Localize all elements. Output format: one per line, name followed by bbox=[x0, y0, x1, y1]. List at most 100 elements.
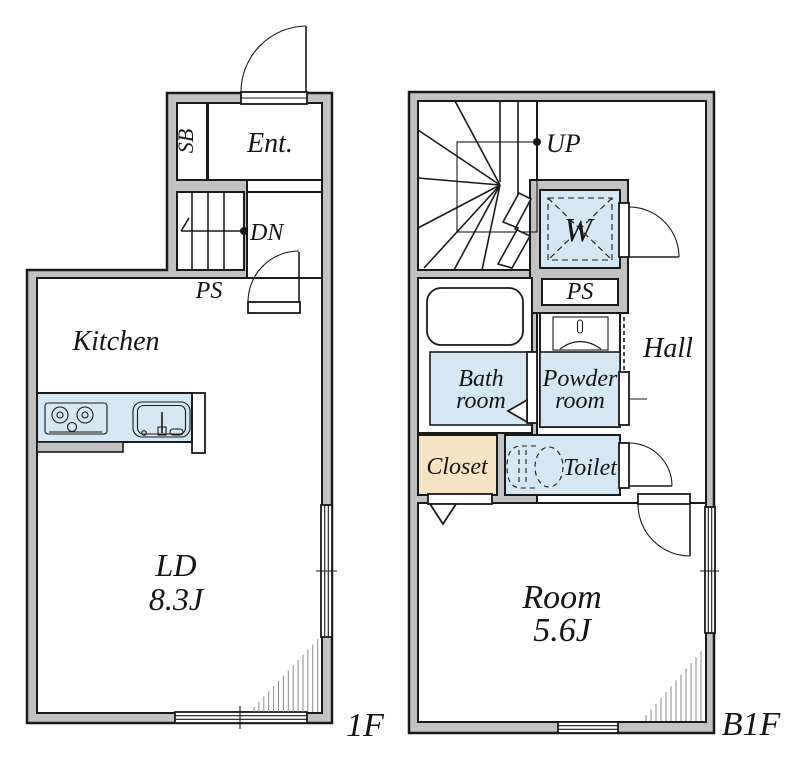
closet-floor bbox=[417, 434, 498, 496]
sink-faucet-base bbox=[157, 426, 167, 436]
washer-cross bbox=[547, 197, 613, 261]
room-door bbox=[637, 493, 691, 557]
bath-door bbox=[506, 351, 538, 424]
ps-label-1f: PS bbox=[195, 278, 223, 304]
corner-hatch-1f bbox=[253, 639, 319, 712]
window-frame bbox=[557, 721, 619, 734]
dn-label: DN bbox=[249, 220, 285, 246]
stairs-dn bbox=[180, 192, 248, 270]
powder-sink bbox=[552, 316, 609, 351]
stove-burner-center bbox=[56, 411, 64, 419]
stairs-up bbox=[417, 100, 541, 271]
washer-door-swing-arc bbox=[628, 206, 680, 258]
entrance-label: Ent. bbox=[246, 128, 293, 159]
powder-sink-bowl bbox=[559, 340, 602, 350]
powder-sink-faucet bbox=[576, 319, 584, 334]
toilet-tank bbox=[506, 445, 536, 489]
window-frame bbox=[174, 711, 308, 724]
washer-door-sill bbox=[618, 202, 630, 258]
counter-half-wall bbox=[36, 441, 124, 453]
up-arrow-dot bbox=[533, 138, 541, 146]
closet-sill bbox=[427, 493, 493, 505]
stove bbox=[44, 402, 108, 435]
plan-1f: SB Ent. DN PS Kitchen LD 8.3J 1F bbox=[25, 25, 385, 744]
winder-tread bbox=[453, 184, 501, 271]
entrance-step bbox=[246, 179, 323, 193]
shoe-box-label: SB bbox=[173, 129, 198, 153]
window-right-1f bbox=[316, 504, 337, 638]
washer-outline bbox=[547, 197, 613, 261]
stair-break-line bbox=[496, 191, 533, 269]
sink-outline bbox=[132, 401, 191, 438]
kitchen-sink bbox=[132, 401, 191, 438]
room-door-swing-arc bbox=[637, 503, 691, 557]
winder-tread bbox=[417, 129, 501, 186]
stairwell-outline bbox=[456, 141, 538, 233]
entrance-door-swing-arc bbox=[240, 25, 307, 93]
stove-burner-center bbox=[81, 411, 89, 419]
room-label: Room bbox=[521, 579, 601, 616]
powder-sink-counter bbox=[552, 316, 609, 351]
hall-ld-door bbox=[247, 250, 301, 314]
up-label: UP bbox=[546, 129, 581, 158]
bathtub bbox=[426, 287, 524, 346]
winder-tread bbox=[417, 177, 501, 186]
hall-ld-door-swing-arc bbox=[247, 250, 300, 303]
stove-outline bbox=[44, 402, 108, 435]
kitchen-counter bbox=[36, 392, 206, 454]
toilet-bowl bbox=[534, 446, 564, 488]
corner-hatch-b1f bbox=[645, 651, 702, 721]
powder-door-leaf bbox=[618, 371, 630, 426]
ld-size-label: 8.3J bbox=[149, 581, 205, 617]
entrance-door bbox=[240, 25, 308, 105]
stove-burner bbox=[76, 406, 94, 424]
sink-basin bbox=[136, 404, 187, 435]
ps-duct-b1f bbox=[541, 278, 619, 306]
room-door-sill bbox=[637, 493, 691, 505]
toilet-door bbox=[618, 442, 673, 489]
room-floor bbox=[417, 502, 707, 723]
powder-sliding-door bbox=[618, 317, 647, 426]
powder-room-floor bbox=[539, 351, 621, 428]
window-right-b1f bbox=[700, 506, 719, 634]
hall-ld-door-sill bbox=[247, 301, 301, 314]
room-size-label: 5.6J bbox=[533, 612, 593, 649]
window-frame bbox=[704, 506, 716, 634]
window-bottom-1f bbox=[174, 706, 308, 729]
sink-drain bbox=[141, 430, 147, 436]
dn-arrowhead bbox=[180, 217, 190, 232]
washer-label: W bbox=[564, 212, 595, 249]
ld-label: LD bbox=[155, 547, 197, 583]
toilet-label: Toilet bbox=[563, 455, 618, 481]
sink-soap-slot bbox=[169, 428, 184, 436]
bath-door-leaf bbox=[526, 351, 538, 424]
plan-b1f: UP W PS Hall Bath room Powder room Close… bbox=[407, 90, 782, 743]
bath-door-swing-marker bbox=[506, 398, 528, 424]
washing-machine bbox=[547, 197, 613, 261]
winder-tread bbox=[454, 100, 501, 186]
toilet-door-sill bbox=[618, 442, 630, 489]
toilet-fixture bbox=[506, 445, 564, 489]
washer-door bbox=[618, 202, 680, 258]
closet-label: Closet bbox=[426, 454, 489, 480]
window-bottom-b1f bbox=[557, 721, 619, 734]
toilet-floor bbox=[504, 434, 621, 496]
kitchen-ld-floor bbox=[36, 277, 323, 714]
winder-tread bbox=[417, 184, 501, 229]
winder-tread bbox=[481, 184, 501, 271]
winder-tread bbox=[423, 184, 501, 269]
closet-opening bbox=[427, 493, 493, 526]
stove-burner bbox=[51, 406, 69, 424]
floor-label-1f: 1F bbox=[346, 707, 385, 744]
powder-label-line2: room bbox=[555, 388, 605, 414]
dn-arrow-dot bbox=[240, 227, 248, 235]
bathroom-label-line1: Bath bbox=[458, 366, 503, 392]
powder-label-line1: Powder bbox=[542, 366, 618, 392]
shoe-box-floor bbox=[176, 102, 208, 181]
counter-end-panel bbox=[191, 392, 206, 454]
closet-swing-marker bbox=[428, 503, 458, 526]
floor-label-b1f: B1F bbox=[722, 706, 782, 743]
bathroom-label-line2: room bbox=[456, 388, 506, 414]
